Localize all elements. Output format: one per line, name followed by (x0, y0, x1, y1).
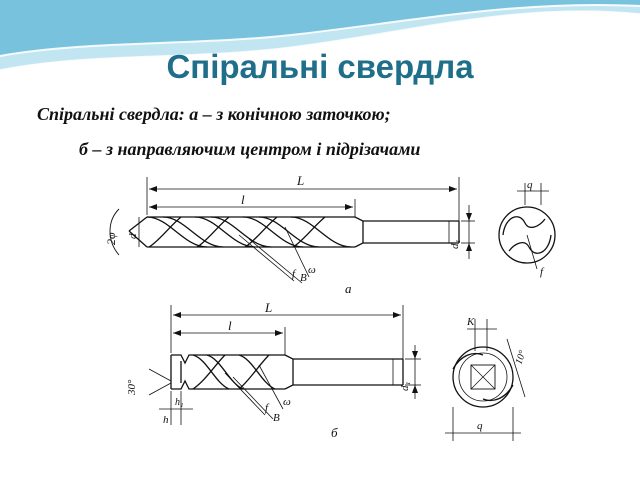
drill-a-length-flute: l (241, 192, 245, 207)
header-wave-decoration (0, 0, 640, 71)
drill-b-h1: h₁ (175, 397, 183, 408)
drill-b-angle: 30° (126, 379, 138, 396)
drill-a-shank-dia: d₁ (449, 240, 461, 250)
drill-b-length-flute: l (228, 318, 232, 333)
section-a: q f (498, 179, 556, 278)
slide-title: Спіральні свердла (166, 48, 474, 85)
label-a: а (345, 281, 352, 296)
drill-b-h: h (163, 414, 169, 426)
section-a-q: q (527, 179, 533, 191)
drill-technical-drawing: L l (89, 169, 557, 452)
drill-b-shank-dia: d₁ (399, 382, 411, 392)
label-b: б (331, 425, 338, 440)
subtitle-line-1: Спіральні свердла: а – з конічною заточк… (37, 104, 391, 125)
section-b-k: K (466, 316, 475, 328)
drill-b-margin: f (265, 402, 270, 414)
section-b: K 10° q (445, 316, 529, 441)
section-b-angle: 10° (513, 349, 528, 366)
subtitle-line-2: б – з направляючим центром і підрізачами (79, 139, 421, 159)
drill-a: L l (104, 173, 475, 296)
drill-a-helix: ω (308, 264, 316, 276)
subtitle-bold: Спіральні свердла: (37, 104, 185, 124)
drill-a-margin: f (292, 268, 297, 280)
section-a-f: f (540, 266, 545, 278)
section-b-q: q (477, 420, 483, 432)
drill-a-length-total: L (296, 173, 304, 188)
drill-a-dia: d (127, 233, 139, 239)
drill-b-length-total: L (264, 300, 272, 315)
drill-b: L l (126, 300, 421, 440)
subtitle-rest: а – з конічною заточкою; (184, 104, 391, 124)
drill-a-point-angle: 2φ (104, 232, 118, 245)
drill-a-land: B (300, 272, 307, 284)
drill-b-land: B (273, 412, 280, 424)
drill-b-helix: ω (283, 396, 291, 408)
